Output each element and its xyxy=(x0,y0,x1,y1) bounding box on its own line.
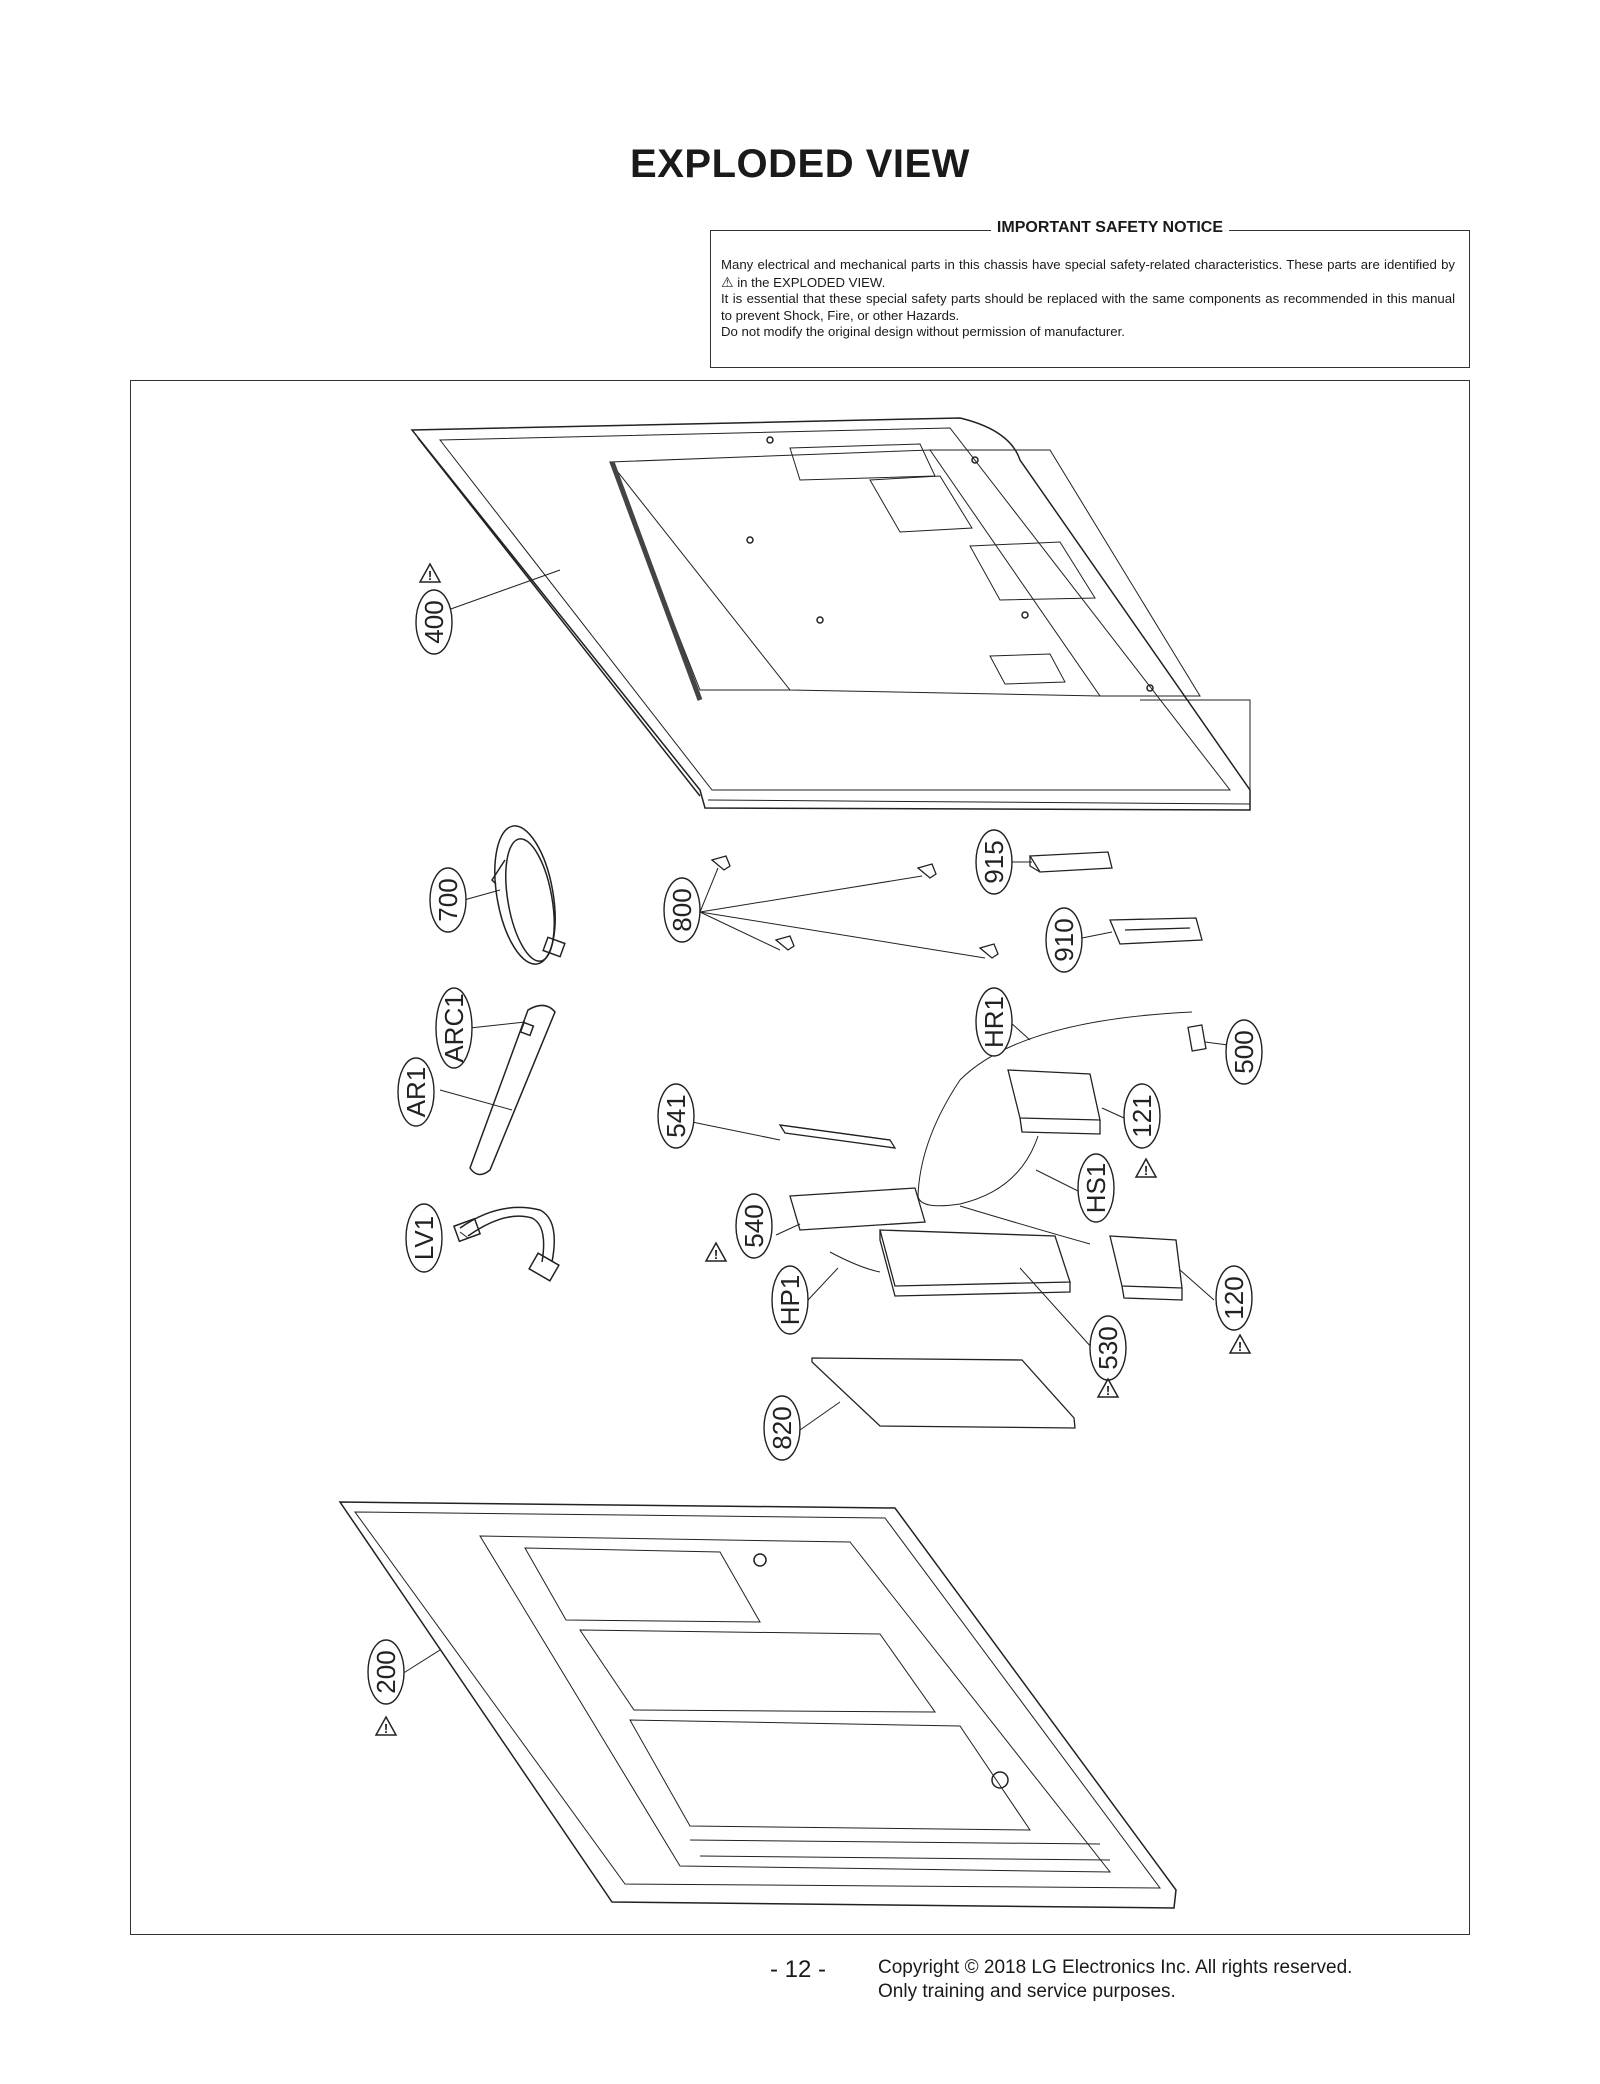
purpose-line: Only training and service purposes. xyxy=(878,1981,1176,2002)
warning-triangle-icon xyxy=(705,1242,727,1263)
callout-915-label: 915 xyxy=(979,840,1009,883)
callout-541-label: 541 xyxy=(661,1094,691,1137)
callout-700-label: 700 xyxy=(433,878,463,921)
callout-hr1: HR1 xyxy=(975,987,1013,1057)
callout-400-label: 400 xyxy=(419,600,449,643)
cable-harness-part xyxy=(829,1011,1193,1273)
callout-arc1-label: ARC1 xyxy=(439,993,469,1062)
insulation-sheet-part xyxy=(811,1357,1076,1429)
bracket-910-part xyxy=(1109,917,1203,945)
callout-hr1-label: HR1 xyxy=(979,996,1009,1048)
callout-541: 541 xyxy=(657,1083,695,1149)
safety-notice-body: Many electrical and mechanical parts in … xyxy=(721,257,1455,341)
safety-notice-line3: Do not modify the original design withou… xyxy=(721,324,1125,339)
warning-triangle-icon xyxy=(419,563,441,584)
callout-hs1-label: HS1 xyxy=(1081,1163,1111,1214)
remote-control-part xyxy=(469,1004,556,1176)
callout-530-label: 530 xyxy=(1093,1326,1123,1369)
bracket-hooks-part xyxy=(710,855,999,959)
callout-200-label: 200 xyxy=(371,1650,401,1693)
callout-400: 400 xyxy=(415,589,453,655)
safety-notice-heading: IMPORTANT SAFETY NOTICE xyxy=(990,219,1229,237)
leader-lines xyxy=(401,569,1229,1675)
callout-arc1: ARC1 xyxy=(435,987,473,1069)
callout-lv1-label: LV1 xyxy=(409,1216,439,1260)
callout-820: 820 xyxy=(763,1395,801,1461)
callout-530: 530 xyxy=(1089,1315,1127,1381)
callout-121-label: 121 xyxy=(1127,1094,1157,1137)
power-cord-part xyxy=(491,825,566,965)
callout-120-label: 120 xyxy=(1219,1276,1249,1319)
callout-121: 121 xyxy=(1123,1083,1161,1149)
footer-copyright: Copyright © 2018 LG Electronics Inc. All… xyxy=(878,1956,1352,2004)
callout-910: 910 xyxy=(1045,907,1083,973)
callout-hp1: HP1 xyxy=(771,1265,809,1335)
callout-200: 200 xyxy=(367,1639,405,1705)
ir-board-part xyxy=(1187,1024,1207,1052)
callout-700: 700 xyxy=(429,867,467,933)
callout-915: 915 xyxy=(975,829,1013,895)
callout-910-label: 910 xyxy=(1049,918,1079,961)
page-title: EXPLODED VIEW xyxy=(630,142,970,186)
callout-540: 540 xyxy=(735,1193,773,1259)
warning-triangle-icon xyxy=(1229,1334,1251,1355)
safety-markers xyxy=(375,563,1251,1737)
callout-ar1-label: AR1 xyxy=(401,1067,431,1118)
callout-hs1: HS1 xyxy=(1077,1153,1115,1223)
safety-notice-box: IMPORTANT SAFETY NOTICE Many electrical … xyxy=(710,219,1470,368)
callout-540-label: 540 xyxy=(739,1204,769,1247)
part-callouts: 400 700 800 915 910 ARC1 AR1 HR1 xyxy=(367,589,1263,1705)
safety-notice-line1: Many electrical and mechanical parts in … xyxy=(721,257,1455,290)
speaker-121-part xyxy=(1007,1069,1101,1135)
callout-hp1-label: HP1 xyxy=(775,1275,805,1326)
page-number: - 12 - xyxy=(770,1956,827,1983)
callout-820-label: 820 xyxy=(767,1406,797,1449)
warning-triangle-icon xyxy=(375,1716,397,1737)
lcd-module-part xyxy=(338,1501,1177,1909)
speaker-120-part xyxy=(1109,1235,1183,1301)
back-cover-part xyxy=(410,417,1251,811)
callout-120: 120 xyxy=(1215,1265,1253,1331)
lvds-cable-part xyxy=(452,1206,560,1282)
warning-triangle-icon xyxy=(1135,1158,1157,1179)
callout-500-label: 500 xyxy=(1229,1030,1259,1073)
callout-500: 500 xyxy=(1225,1019,1263,1085)
main-board-part xyxy=(778,1124,1071,1297)
callout-lv1: LV1 xyxy=(405,1203,443,1273)
warning-triangle-icon xyxy=(1097,1378,1119,1399)
safety-notice-line2: It is essential that these special safet… xyxy=(721,291,1455,323)
warning-triangle-icon: ⚠ xyxy=(721,273,734,290)
callout-ar1: AR1 xyxy=(397,1057,435,1127)
callout-800-label: 800 xyxy=(667,888,697,931)
copyright-line: Copyright © 2018 LG Electronics Inc. All… xyxy=(878,1957,1353,1978)
callout-800: 800 xyxy=(663,877,701,943)
diagram-frame xyxy=(130,380,1470,1935)
bracket-915-part xyxy=(1028,851,1113,873)
